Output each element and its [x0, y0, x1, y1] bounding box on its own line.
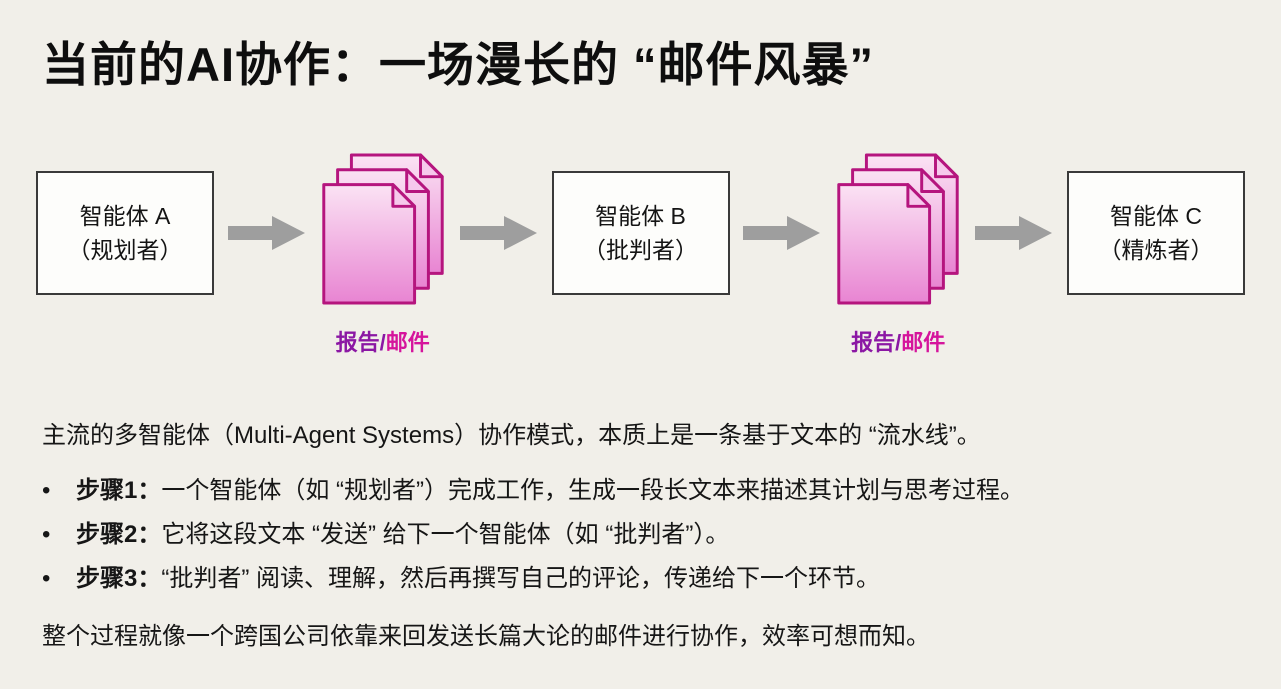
- agent-box-c: 智能体 C （精炼者）: [1067, 171, 1245, 295]
- agent-a-role: （规划者）: [67, 236, 183, 263]
- doc-label-2-part2: 邮件: [901, 330, 946, 355]
- document-stack-icon: [837, 153, 959, 305]
- bullet-1-text: 步骤1：一个智能体（如 “规划者”）完成工作，生成一段长文本来描述其计划与思考过…: [76, 475, 1024, 507]
- doc-label-1-part2: 邮件: [385, 330, 430, 355]
- intro-paragraph: 主流的多智能体（Multi-Agent Systems）协作模式，本质上是一条基…: [42, 422, 981, 449]
- doc-label-2-part1: 报告/: [851, 330, 902, 355]
- bullet-3-text: 步骤3：“批判者” 阅读、理解，然后再撰写自己的评论，传递给下一个环节。: [76, 563, 880, 595]
- bullet-3-label: 步骤3：: [76, 565, 162, 593]
- bullet-icon: •: [42, 520, 51, 548]
- bullet-2-body: 它将这段文本 “发送” 给下一个智能体（如 “批判者”）。: [161, 520, 730, 548]
- agent-a-name: 智能体 A: [79, 202, 171, 229]
- bullet-1-label: 步骤1：: [76, 476, 162, 504]
- bullet-icon: •: [42, 476, 51, 504]
- bullet-list: • 步骤1：一个智能体（如 “规划者”）完成工作，生成一段长文本来描述其计划与思…: [42, 475, 1239, 596]
- page-title: 当前的AI协作：一场漫长的 “邮件风暴”: [42, 38, 875, 91]
- bullet-2-text: 步骤2：它将这段文本 “发送” 给下一个智能体（如 “批判者”）。: [76, 519, 729, 551]
- agent-box-a: 智能体 A （规划者）: [36, 171, 214, 295]
- doc-label-1-part1: 报告/: [335, 330, 386, 355]
- list-item: • 步骤3：“批判者” 阅读、理解，然后再撰写自己的评论，传递给下一个环节。: [42, 563, 1239, 595]
- flow-diagram: 智能体 A （规划者） 报告/邮件 智能体 B （批判者）: [0, 151, 1281, 357]
- doc-label-1: 报告/邮件: [336, 325, 430, 357]
- body-text: 主流的多智能体（Multi-Agent Systems）协作模式，本质上是一条基…: [42, 419, 1239, 653]
- document-stack-group-2: 报告/邮件: [835, 153, 961, 357]
- agent-b-name: 智能体 B: [595, 202, 686, 229]
- agent-b-role: （批判者）: [583, 236, 698, 263]
- arrow-right-icon: [743, 216, 821, 250]
- bullet-1-body: 一个智能体（如 “规划者”）完成工作，生成一段长文本来描述其计划与思考过程。: [161, 476, 1025, 504]
- document-stack-group-1: 报告/邮件: [320, 153, 446, 357]
- bullet-3-body: “批判者” 阅读、理解，然后再撰写自己的评论，传递给下一个环节。: [161, 565, 881, 593]
- agent-c-name: 智能体 C: [1110, 202, 1202, 229]
- conclusion-paragraph: 整个过程就像一个跨国公司依靠来回发送长篇大论的邮件进行协作，效率可想而知。: [42, 622, 930, 650]
- doc-label-2: 报告/邮件: [851, 325, 945, 357]
- arrow-right-icon: [459, 216, 537, 250]
- document-stack-icon: [322, 153, 444, 305]
- bullet-2-label: 步骤2：: [76, 520, 162, 548]
- bullet-icon: •: [42, 565, 51, 593]
- arrow-right-icon: [227, 216, 305, 250]
- list-item: • 步骤2：它将这段文本 “发送” 给下一个智能体（如 “批判者”）。: [42, 519, 1239, 551]
- agent-c-role: （精炼者）: [1098, 236, 1214, 263]
- agent-box-b: 智能体 B （批判者）: [551, 171, 730, 295]
- arrow-right-icon: [975, 216, 1053, 250]
- list-item: • 步骤1：一个智能体（如 “规划者”）完成工作，生成一段长文本来描述其计划与思…: [42, 475, 1239, 507]
